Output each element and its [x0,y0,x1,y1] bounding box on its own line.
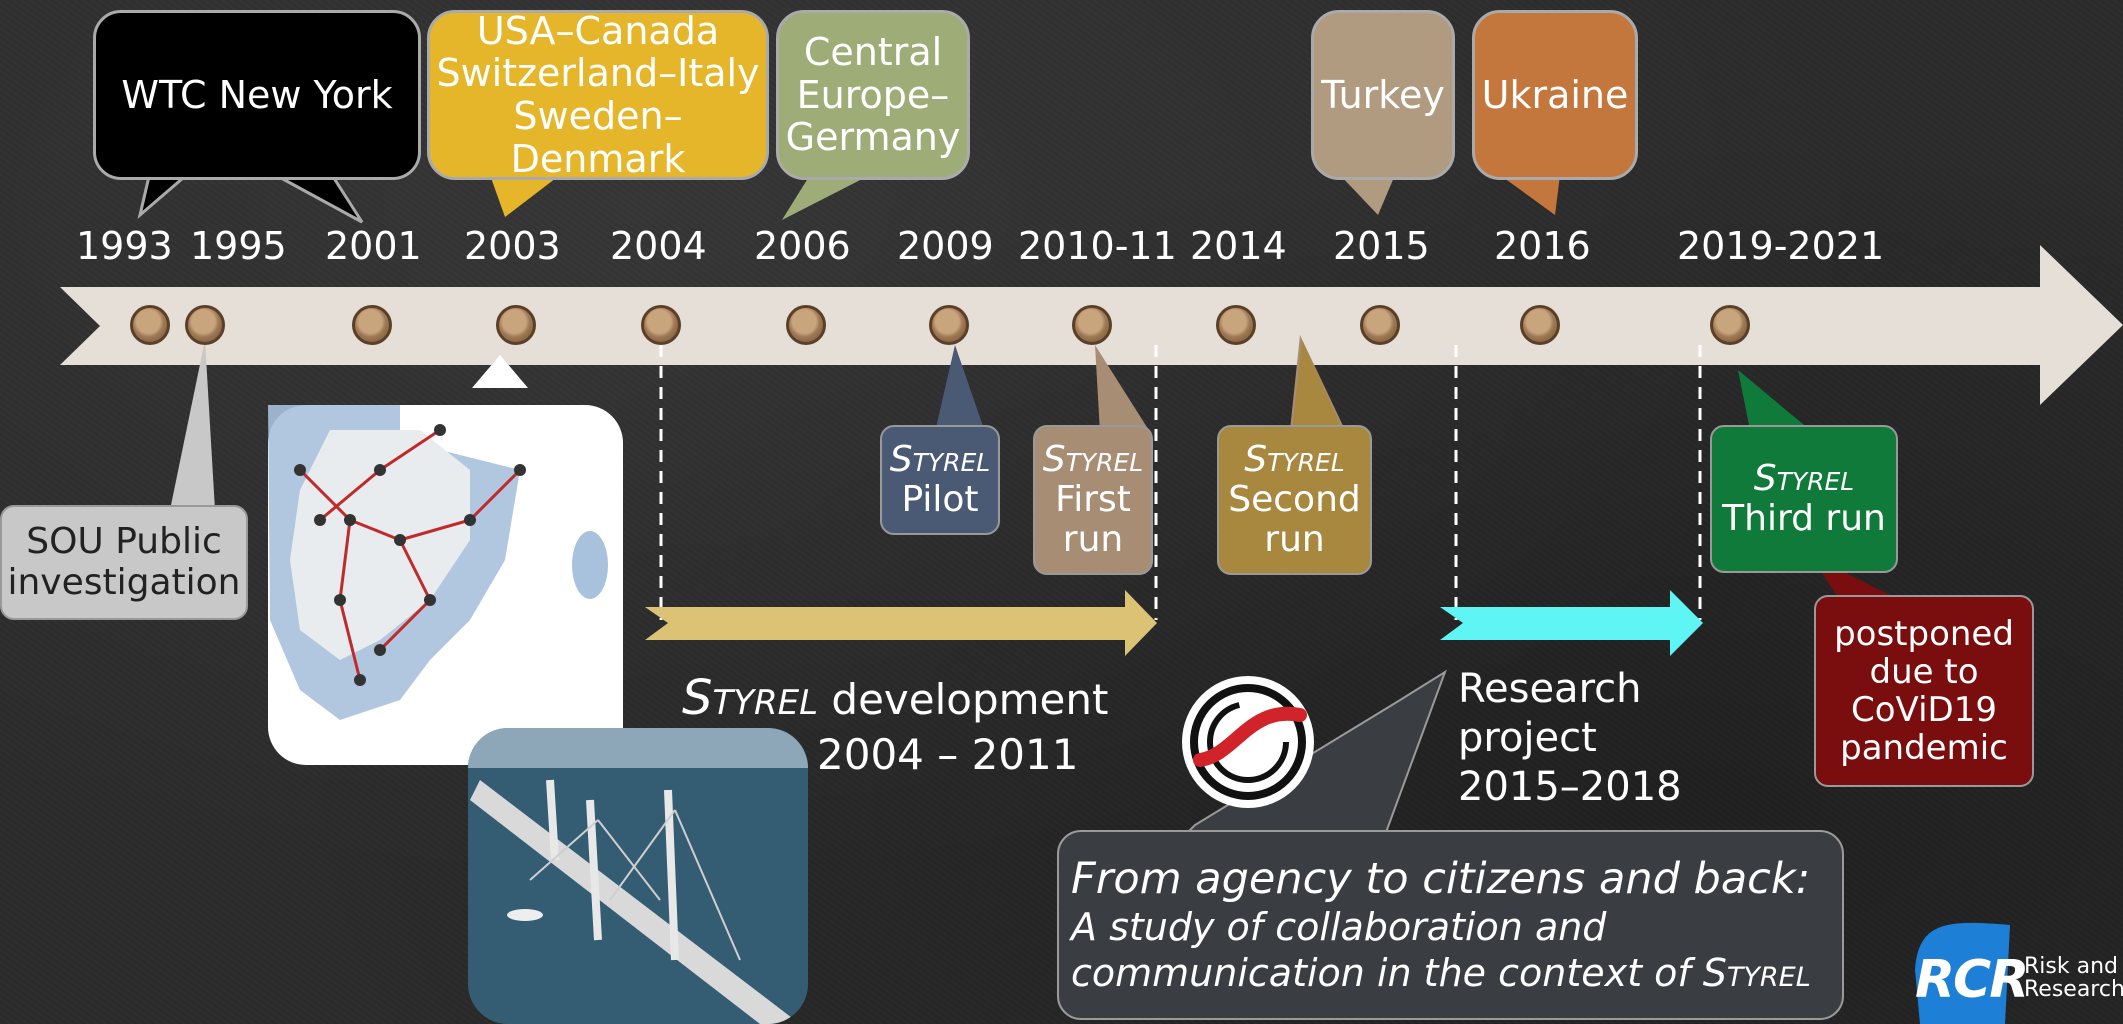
rcr-logo-line: Research [2024,977,2123,1003]
callout-text: Sweden–Denmark [510,94,686,181]
timeline-dot-2019-2021 [1710,305,1750,345]
year-label: 2009 [897,224,994,268]
year-label: 2019-2021 [1677,224,1885,268]
third-run-tail [1738,370,1810,430]
callout-text: WTC New York [121,72,393,117]
development-arrow [645,590,1157,656]
development-text: development [831,675,1109,724]
study-title: From agency to citizens and back: [1071,853,1811,904]
styrel-name: Styrel [682,670,819,726]
callout-text: run [1062,519,1124,561]
research-project-label: Research project 2015–2018 [1458,665,1682,811]
styrel-name: Styrel [889,438,991,480]
study-line: communication in the context of Styrel [1071,951,1811,997]
year-label: 2001 [325,224,422,268]
timeline-dot-2009 [929,305,969,345]
blackouts-tail [490,175,560,217]
callout-text: Turkey [1321,72,1445,117]
callout-text: Pilot [901,479,979,520]
development-years: 2004 – 2011 [817,730,1079,779]
research-project-logo [1182,676,1314,808]
timeline-dot-1995 [185,305,225,345]
year-label: 2014 [1190,224,1287,268]
dashed-guides [659,345,1702,620]
year-label: 2010-11 [1018,224,1177,268]
first-run-tail [1095,345,1150,432]
rcr-logo-line: Risk and C [2024,954,2123,979]
callout-text: Third run [1722,498,1886,539]
year-label: 1993 [76,224,173,268]
callout-text: CoViD19 [1851,690,1997,730]
callout-styrel-second-run: Styrel Second run [1217,425,1372,575]
research-arrow [1440,590,1703,656]
timeline-dot-2006 [786,305,826,345]
callout-blackouts-2003: USA–Canada Switzerland–Italy Sweden–Denm… [427,10,769,180]
callout-text: Second [1228,478,1361,520]
study-line-text: communication in the context of [1071,950,1703,995]
callout-wtc-new-york: WTC New York [93,10,421,180]
callout-text: First [1055,478,1131,520]
turkey-tail [1340,175,1395,215]
styrel-name: Styrel [1702,950,1811,995]
year-label: 2015 [1333,224,1430,268]
study-line: A study of collaboration and [1071,905,1607,950]
research-line: Research [1458,666,1642,712]
year-label: 2006 [754,224,851,268]
callout-text: postponed [1834,613,2014,654]
timeline-dot-2004 [641,305,681,345]
rcr-logo-text: Risk and C Research [2024,955,2123,1001]
research-line: 2015–2018 [1458,763,1682,810]
callout-text: USA–Canada [476,8,720,53]
sou-tail [170,340,215,510]
research-line: project [1458,714,1597,761]
callout-text: due to [1869,651,1979,692]
timeline-dot-2003 [496,305,536,345]
timeline-dot-1993 [130,305,170,345]
map-image [268,355,623,765]
callout-text: investigation [7,561,241,603]
callout-styrel-pilot: Styrel Pilot [880,425,1000,535]
callout-text: pandemic [1840,728,2008,769]
callout-text: Switzerland–Italy [436,51,760,96]
callout-turkey: Turkey [1311,10,1455,180]
timeline-dot-2001 [352,305,392,345]
year-label: 2003 [464,224,561,268]
rcr-logo-mark: RCR [1915,950,2029,1010]
bridge-photo [468,728,808,1024]
callout-styrel-first-run: Styrel First run [1033,425,1153,575]
styrel-name: Styrel [1244,438,1345,480]
timeline-dot-2014 [1216,305,1256,345]
callout-text: Europe– [796,72,950,117]
styrel-name: Styrel [1753,457,1855,499]
callout-styrel-third-run: Styrel Third run [1710,425,1898,573]
callout-postponed-covid19: postponed due to CoViD19 pandemic [1814,595,2034,787]
callout-text: Central [803,30,943,75]
callout-sou-public-investigation: SOU Public investigation [0,505,248,620]
timeline-dot-2015 [1360,305,1400,345]
rcr-logo-shape [1915,922,2010,1024]
study-title-box: From agency to citizens and back: A stud… [1057,830,1844,1020]
callout-text: Ukraine [1481,72,1629,117]
callout-text: SOU Public [26,521,222,563]
rcr-logo: RCR [1915,950,2029,1010]
second-run-tail-fill [1292,340,1343,430]
callout-ukraine: Ukraine [1472,10,1638,180]
year-label: 2016 [1494,224,1591,268]
callout-text: run [1264,519,1325,561]
callout-central-europe: Central Europe– Germany [776,10,970,180]
styrel-name: Styrel [1042,438,1144,480]
central-tail [782,175,870,220]
year-label: 2004 [610,224,707,268]
styrel-development-label: Styrel development [682,670,1108,726]
callout-text: Germany [785,115,961,160]
timeline-dot-2010-11 [1072,305,1112,345]
ukraine-tail [1500,175,1560,215]
timeline-dot-2016 [1520,305,1560,345]
pilot-tail [935,345,985,432]
year-label: 1995 [190,224,287,268]
